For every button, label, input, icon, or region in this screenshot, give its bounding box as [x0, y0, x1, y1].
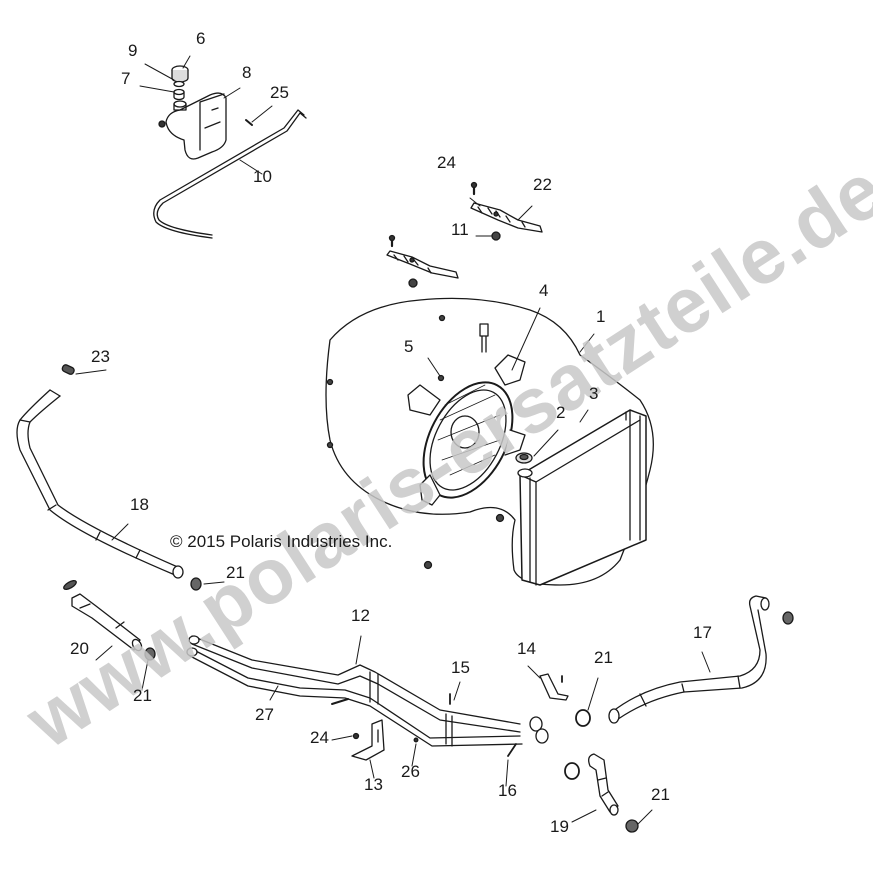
- callout-26[interactable]: 26: [401, 762, 420, 781]
- callout-25[interactable]: 25: [270, 83, 289, 102]
- coolant-tubes: [186, 635, 549, 747]
- rivet-26: [413, 737, 419, 743]
- callout-16[interactable]: 16: [498, 781, 517, 800]
- radiator-hose-19: [588, 753, 619, 816]
- callout-13[interactable]: 13: [364, 775, 383, 794]
- callout-21[interactable]: 21: [594, 648, 613, 667]
- callout-3[interactable]: 3: [589, 384, 599, 403]
- callout-20[interactable]: 20: [70, 639, 89, 658]
- callout-21[interactable]: 21: [133, 686, 152, 705]
- tube-bracket-14: [539, 673, 569, 701]
- callout-18[interactable]: 18: [130, 495, 149, 514]
- tube-bracket-13: [351, 719, 385, 761]
- callout-9[interactable]: 9: [128, 41, 138, 60]
- callout-10[interactable]: 10: [253, 167, 272, 186]
- callout-19[interactable]: 19: [550, 817, 569, 836]
- mount-brackets: [386, 181, 543, 288]
- callout-21[interactable]: 21: [226, 563, 245, 582]
- leader-lines: [75, 55, 711, 825]
- callout-21[interactable]: 21: [651, 785, 670, 804]
- radiator: [515, 409, 647, 586]
- callout-27[interactable]: 27: [255, 705, 274, 724]
- callout-24[interactable]: 24: [310, 728, 329, 747]
- callout-2[interactable]: 2: [556, 403, 566, 422]
- callout-8[interactable]: 8: [242, 63, 252, 82]
- outline-nuts: [326, 314, 505, 570]
- callout-22[interactable]: 22: [533, 175, 552, 194]
- callout-1[interactable]: 1: [596, 307, 606, 326]
- callout-24[interactable]: 24: [437, 153, 456, 172]
- callout-12[interactable]: 12: [351, 606, 370, 625]
- screw-16: [507, 743, 517, 757]
- callout-23[interactable]: 23: [91, 347, 110, 366]
- callout-11[interactable]: 11: [451, 220, 469, 239]
- callout-6[interactable]: 6: [196, 29, 206, 48]
- radiator-hose-17: [608, 595, 770, 724]
- engine-hose-20: [63, 579, 143, 652]
- callout-4[interactable]: 4: [539, 281, 549, 300]
- engine-hose-18: [16, 364, 184, 579]
- cooling-fan: [407, 323, 526, 506]
- callout-17[interactable]: 17: [693, 623, 712, 642]
- callout-14[interactable]: 14: [517, 639, 536, 658]
- hose-clamps: [144, 577, 794, 833]
- callout-5[interactable]: 5: [404, 337, 414, 356]
- assembly-outline: [325, 297, 654, 586]
- callout-7[interactable]: 7: [121, 69, 131, 88]
- copyright-notice: © 2015 Polaris Industries Inc.: [170, 532, 393, 551]
- callout-15[interactable]: 15: [451, 658, 470, 677]
- coolant-reservoir-group: [153, 65, 307, 239]
